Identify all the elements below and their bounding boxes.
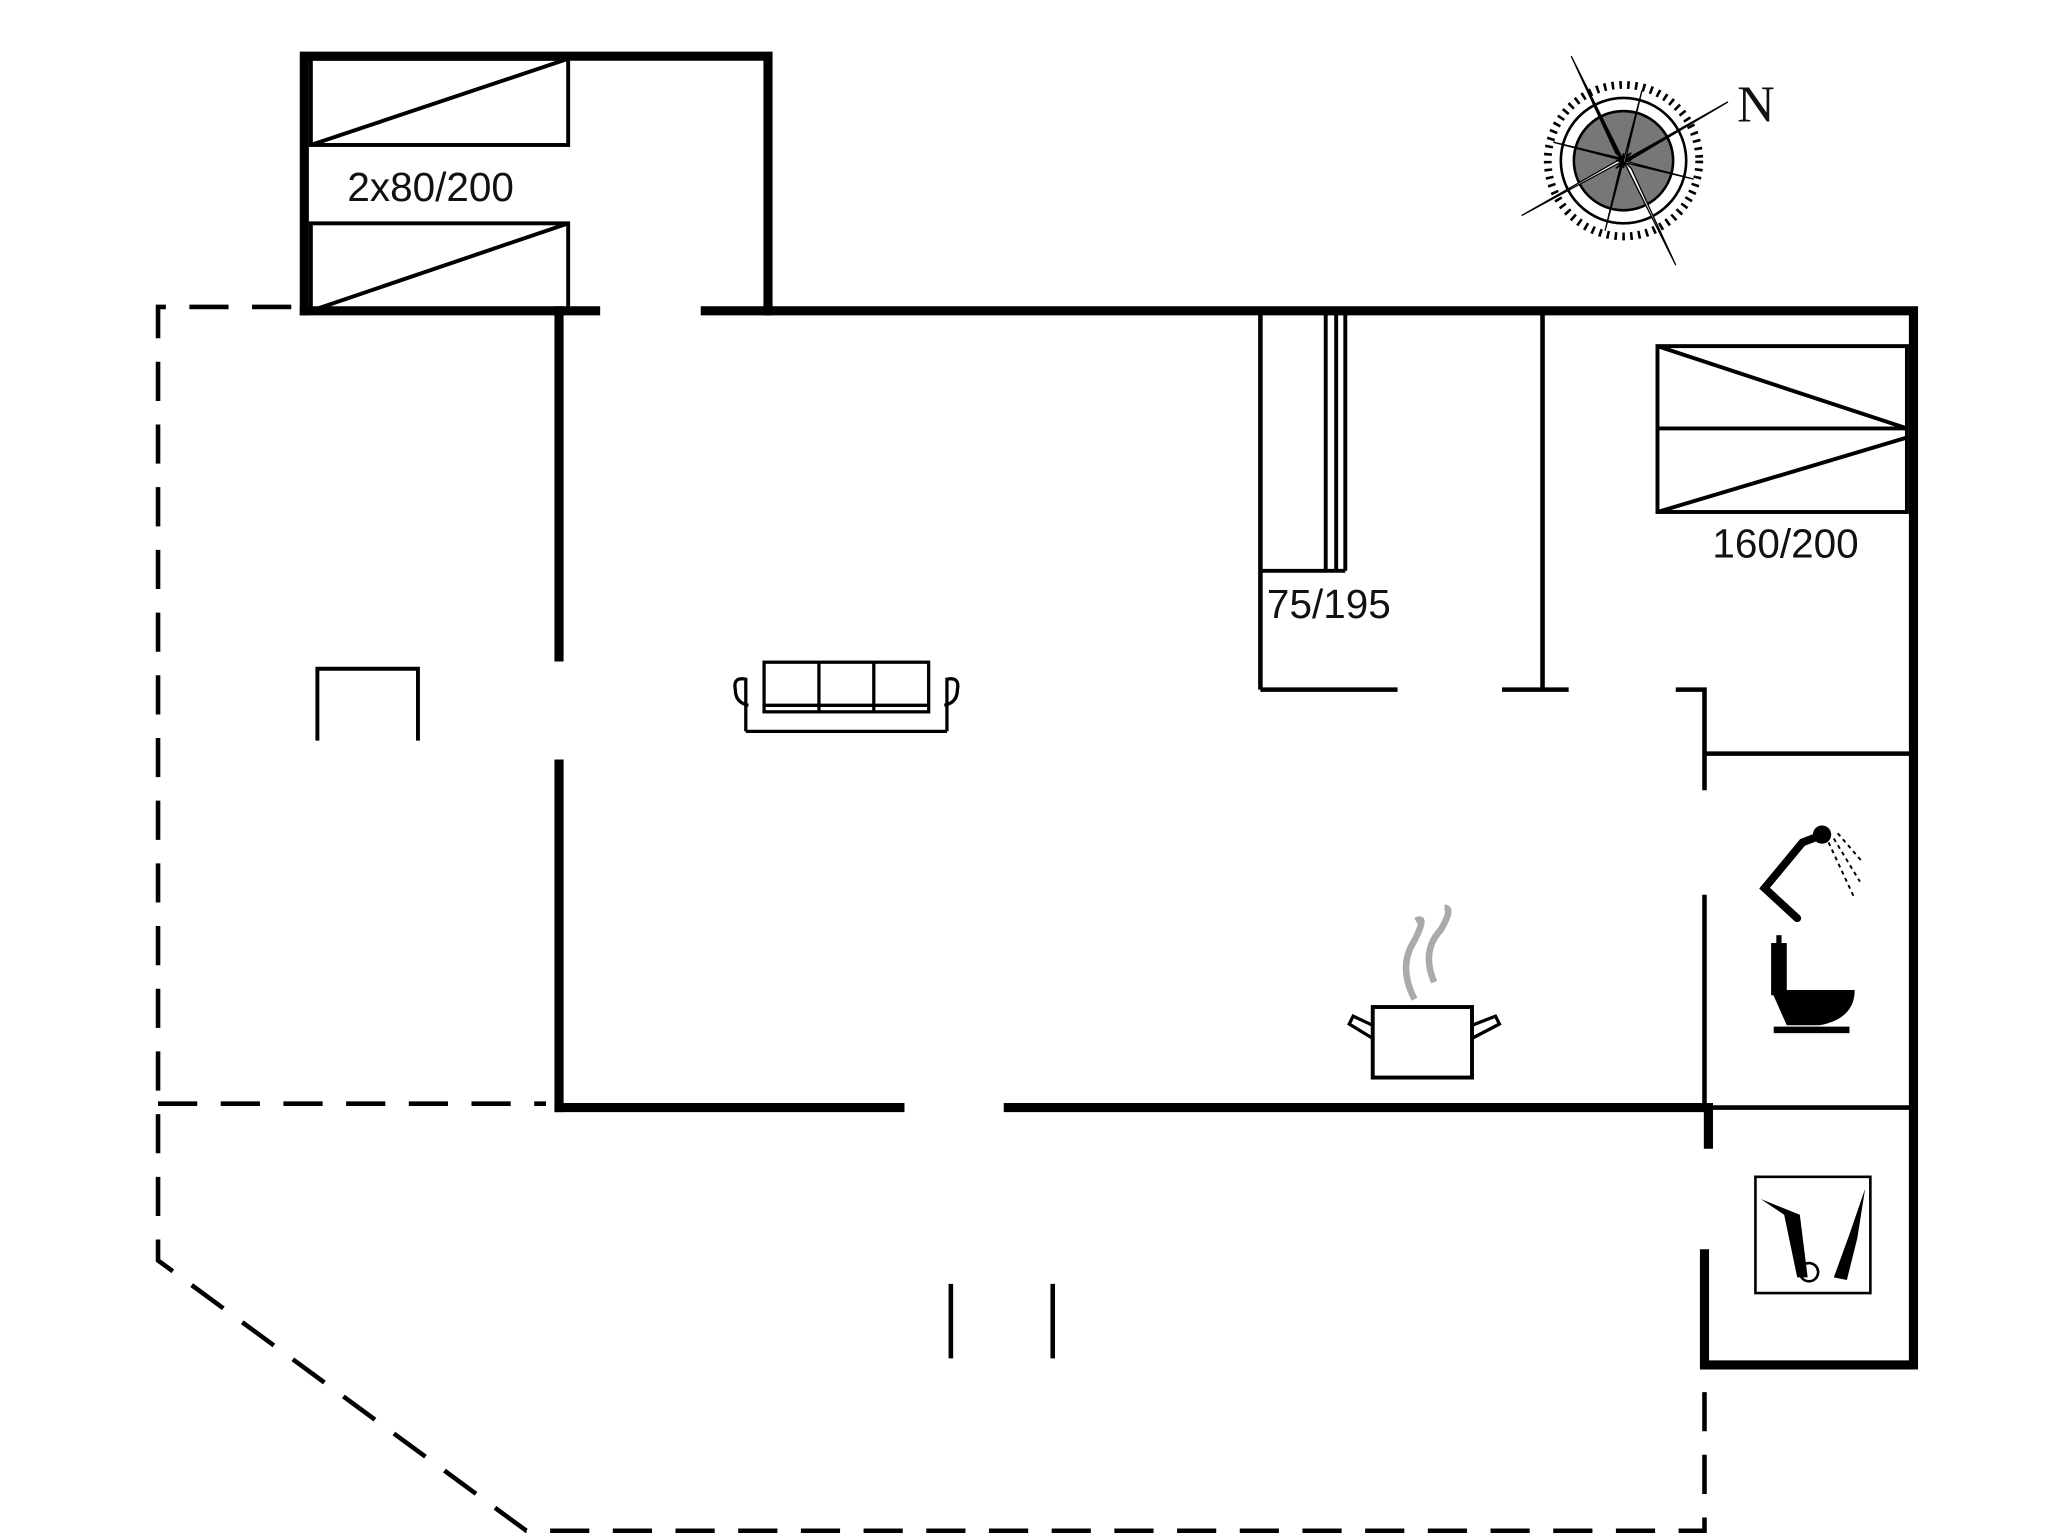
shower-icon [1759, 825, 1864, 923]
terrace-outline [155, 304, 1707, 1534]
single-bed-label: 75/195 [1267, 581, 1391, 627]
single-bed-closet [1260, 313, 1348, 573]
double-bed [1655, 344, 1909, 514]
cooking-pot-icon [1347, 904, 1502, 1080]
bunk-beds-label: 2x80/200 [347, 164, 514, 210]
washing-machine-icon [1754, 1175, 1872, 1295]
table-icon [315, 666, 420, 741]
double-bed-label: 160/200 [1712, 521, 1858, 567]
sofa-icon [733, 660, 960, 734]
outer-walls [299, 51, 1919, 1370]
bunk-beds [308, 56, 571, 313]
toilet-icon [1771, 935, 1855, 1034]
north-label: N [1737, 75, 1775, 133]
interior-walls [948, 313, 1910, 1359]
compass-rose-icon [1521, 55, 1729, 266]
